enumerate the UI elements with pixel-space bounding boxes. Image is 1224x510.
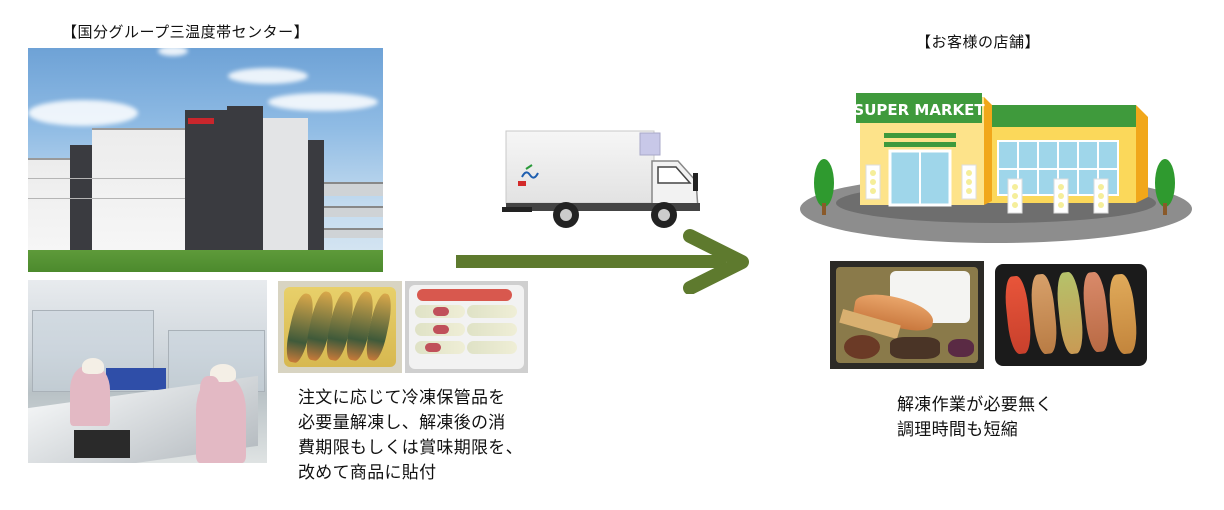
source-description-line: 改めて商品に貼付 [298,463,437,483]
salmon-bento-photo [830,261,984,369]
source-title: 【国分グループ三温度帯センター】 [62,23,310,41]
refrigerated-truck-icon [500,125,710,235]
source-description-line: 注文に応じて冷凍保管品を [298,388,506,408]
source-description-line: 必要量解凍し、解凍後の消 [298,413,506,433]
destination-description-line: 調理時間も短縮 [897,420,1019,440]
store-sign: SUPER MARKET [853,101,985,119]
destination-title: 【お客様の店舗】 [916,33,1041,51]
supermarket-icon: SUPER MARKET [798,85,1198,245]
workroom-photo [28,280,267,463]
frozen-rolls-photo [405,281,528,373]
frozen-fish-photo [278,281,402,373]
destination-description: 解凍作業が必要無く 調理時間も短縮 [897,393,1053,443]
source-description-line: 費期限もしくは賞味期限を、 [298,438,523,458]
flow-arrow-icon [450,228,750,295]
source-description: 注文に応じて冷凍保管品を 必要量解凍し、解凍後の消 費期限もしくは賞味期限を、 … [298,386,523,486]
skewer-tray-photo [995,264,1147,366]
warehouse-photo [28,48,383,272]
destination-description-line: 解凍作業が必要無く [897,395,1053,415]
